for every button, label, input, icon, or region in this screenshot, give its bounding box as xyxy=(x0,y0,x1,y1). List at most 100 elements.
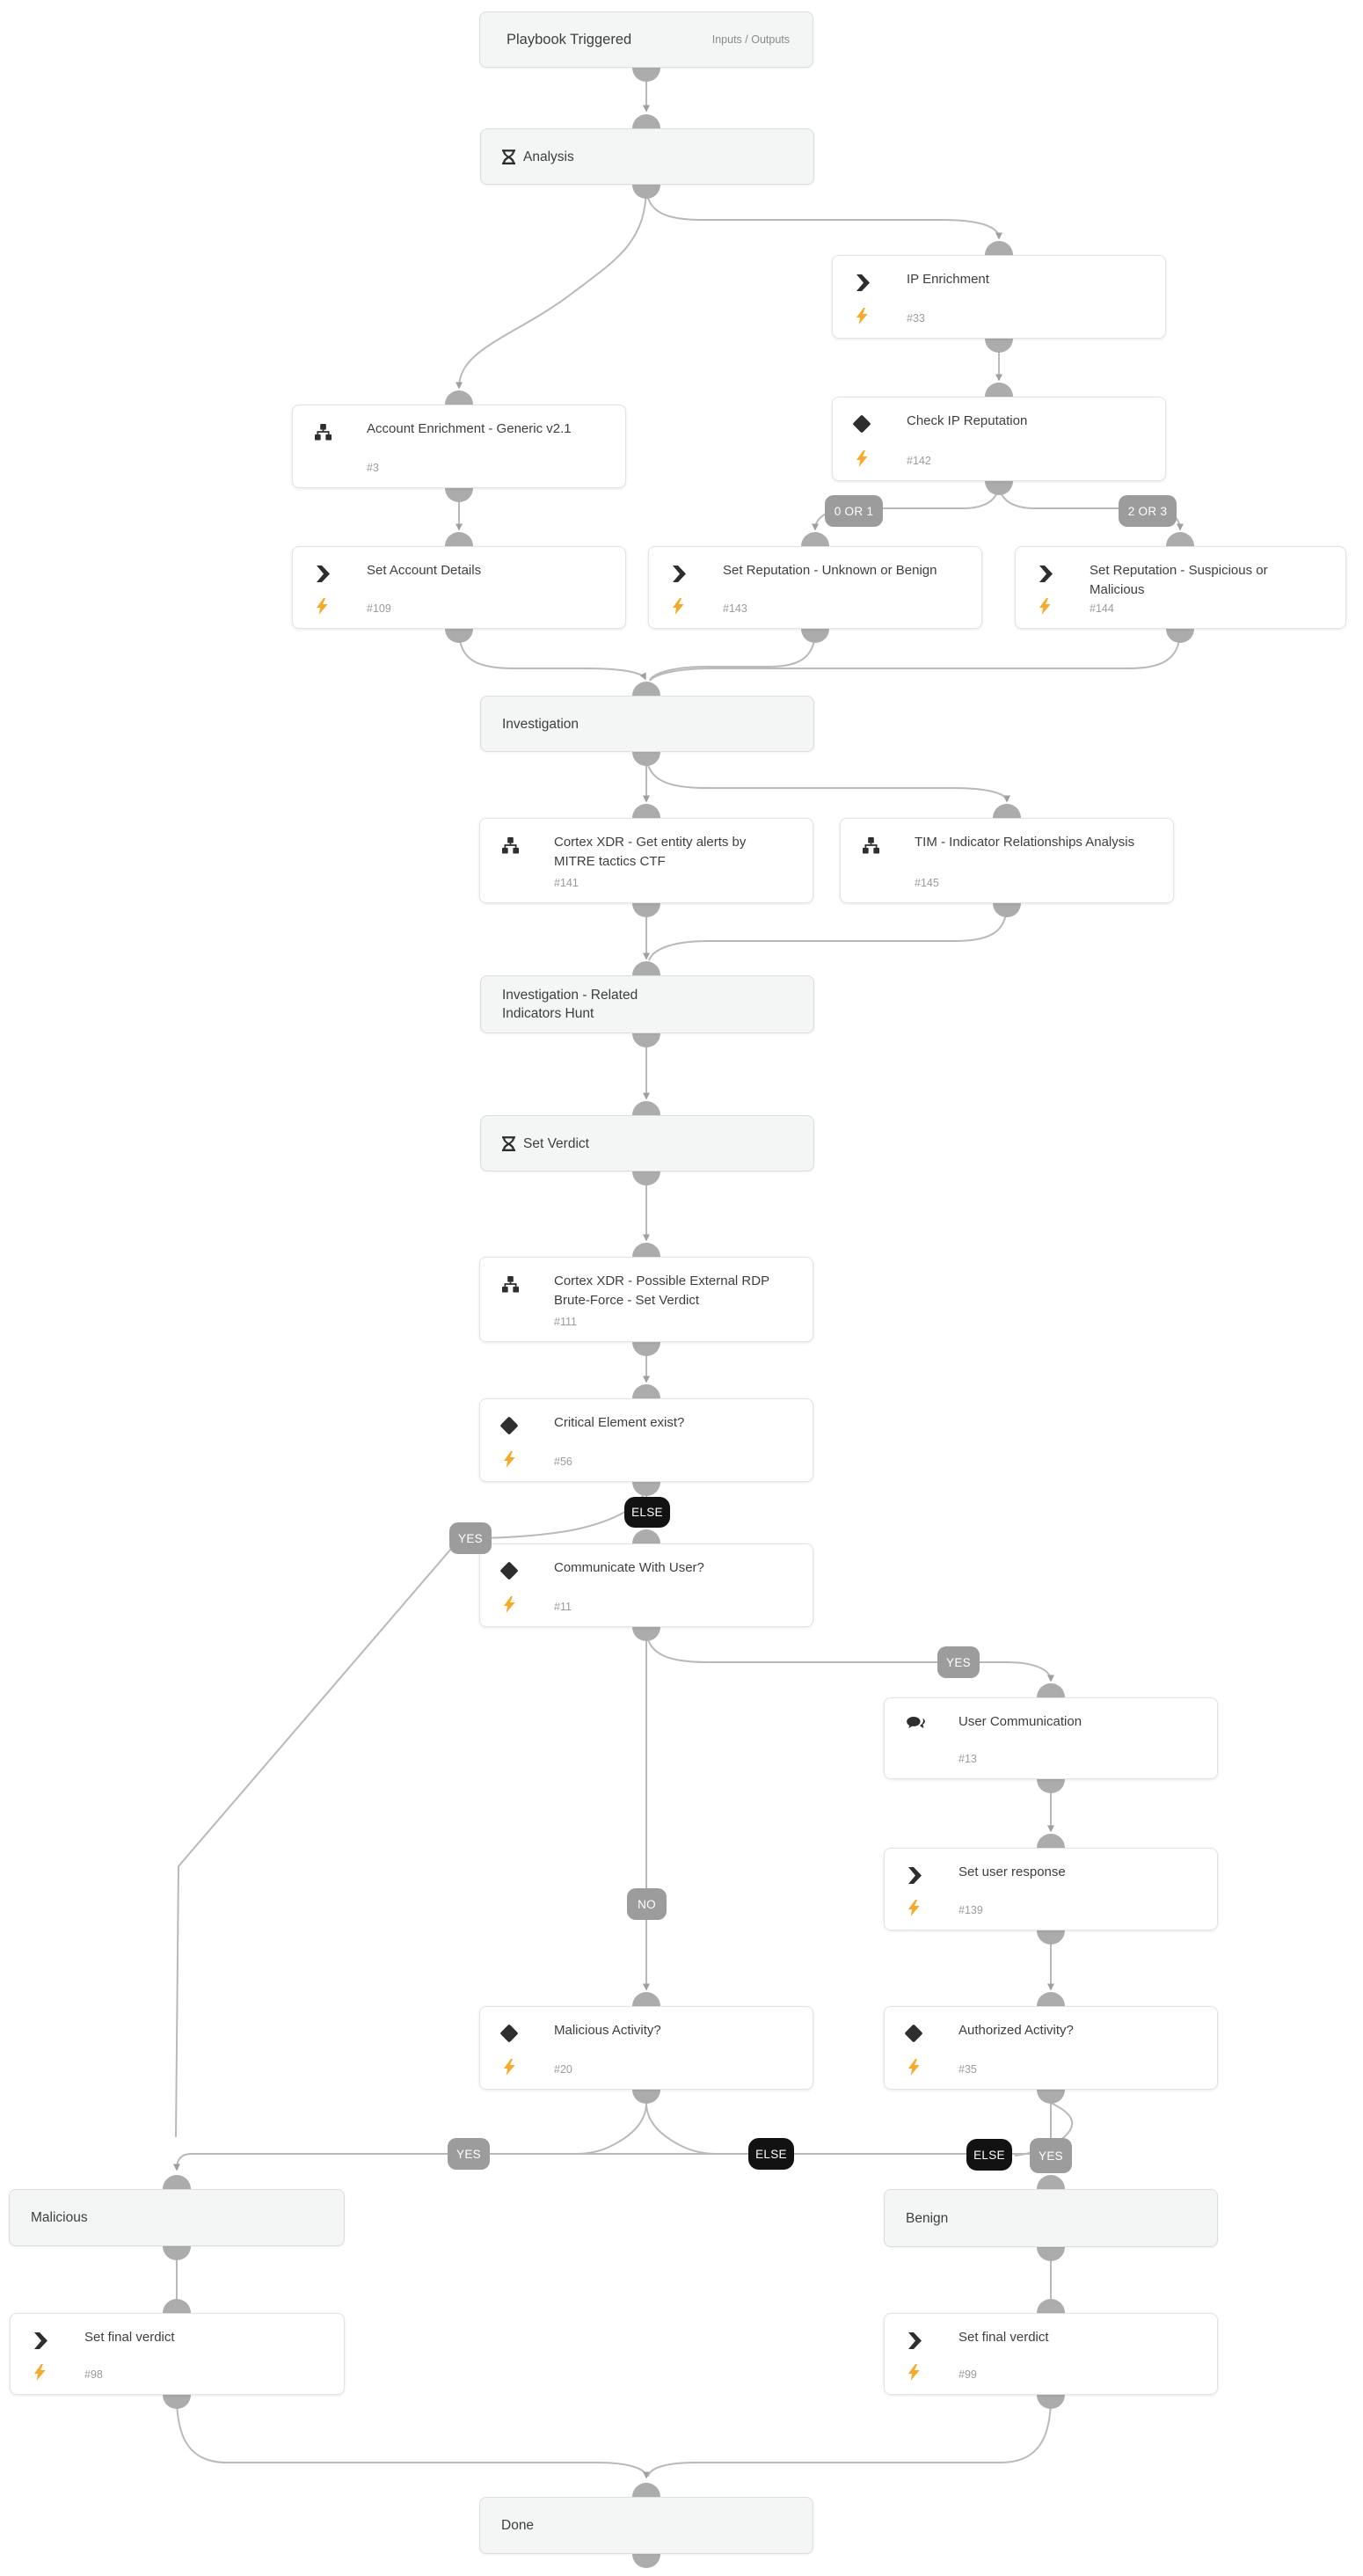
node-analysis[interactable]: Analysis xyxy=(480,128,814,185)
node-check-ip-reputation[interactable]: Check IP Reputation#142 xyxy=(832,397,1166,481)
node-id: #142 xyxy=(907,455,931,467)
node-set-user-response[interactable]: Set user response#139 xyxy=(884,1848,1218,1930)
node-id: #11 xyxy=(554,1601,572,1613)
node-xdr-rdp-brute-force-set-verdict[interactable]: Cortex XDR - Possible External RDP Brute… xyxy=(479,1257,813,1342)
edge xyxy=(645,186,1002,240)
lightning-icon xyxy=(504,1451,515,1468)
node-id: #111 xyxy=(554,1316,577,1328)
node-title: User Communication xyxy=(958,1714,1082,1729)
hourglass-icon xyxy=(502,1135,515,1151)
node-account-enrichment[interactable]: Account Enrichment - Generic v2.1 #3 xyxy=(292,405,626,488)
edge xyxy=(456,186,647,390)
node-id: #3 xyxy=(367,462,379,474)
diamond-icon xyxy=(851,413,872,434)
node-title: Communicate With User? xyxy=(554,1560,704,1575)
lightning-icon xyxy=(908,2364,920,2381)
diamond-icon xyxy=(499,1560,520,1581)
node-id: #35 xyxy=(958,2063,977,2076)
node-critical-element-exist[interactable]: Critical Element exist?#56 xyxy=(479,1398,813,1482)
branch-label-2-or-3: 2 OR 3 xyxy=(1119,495,1177,527)
node-id: #20 xyxy=(554,2063,572,2076)
node-title: Cortex XDR - Possible External RDP Brute… xyxy=(554,1273,769,1308)
node-id: #141 xyxy=(554,877,579,889)
node-set-final-verdict-benign[interactable]: Set final verdict #99 xyxy=(884,2313,1218,2395)
node-done[interactable]: Done xyxy=(479,2497,813,2554)
edge xyxy=(173,2153,1036,2171)
chevron-icon xyxy=(907,2332,922,2349)
lightning-icon xyxy=(908,1900,920,1916)
chevron-icon xyxy=(907,1867,922,1884)
node-set-reputation-suspicious-malicious[interactable]: Set Reputation - Suspicious or Malicious… xyxy=(1015,546,1346,629)
branch-label-else: ELSE xyxy=(748,2138,794,2170)
subplaybook-icon xyxy=(502,1276,519,1293)
subplaybook-icon xyxy=(315,424,332,441)
lightning-icon xyxy=(34,2364,46,2381)
node-title: Authorized Activity? xyxy=(958,2023,1074,2038)
lightning-icon xyxy=(908,2059,920,2076)
edge xyxy=(575,2102,647,2155)
node-ip-enrichment[interactable]: IP Enrichment #33 xyxy=(832,255,1166,339)
node-playbook-triggered[interactable]: Playbook Triggered Inputs / Outputs xyxy=(479,11,813,68)
chevron-icon xyxy=(315,566,330,582)
chevron-icon xyxy=(671,566,686,582)
edge xyxy=(647,2396,1052,2477)
node-id: #13 xyxy=(958,1753,977,1765)
chevron-icon xyxy=(855,274,870,291)
node-title: Playbook Triggered xyxy=(507,31,632,47)
node-title: Account Enrichment - Generic v2.1 xyxy=(367,421,572,436)
node-xdr-get-entity-alerts[interactable]: Cortex XDR - Get entity alerts by MITRE … xyxy=(479,818,813,903)
edge xyxy=(645,2102,718,2155)
lightning-icon xyxy=(1039,598,1051,615)
lightning-icon xyxy=(856,308,868,325)
branch-label-else: ELSE xyxy=(624,1497,670,1528)
node-title: Cortex XDR - Get entity alerts by MITRE … xyxy=(554,835,747,869)
node-id: #33 xyxy=(907,312,925,325)
node-set-final-verdict-malicious[interactable]: Set final verdict #98 xyxy=(10,2313,345,2395)
node-investigation[interactable]: Investigation xyxy=(480,696,814,752)
node-authorized-activity[interactable]: Authorized Activity? #35 xyxy=(884,2006,1218,2090)
node-title: Set final verdict xyxy=(84,2330,175,2345)
node-id: #56 xyxy=(554,1456,572,1468)
node-set-reputation-unknown-benign[interactable]: Set Reputation - Unknown or Benign #143 xyxy=(648,546,982,629)
edge xyxy=(645,1628,1054,1682)
node-tim-indicator-relationships[interactable]: TIM - Indicator Relationships Analysis #1… xyxy=(840,818,1174,903)
section-title: Investigation - Related Indicators Hunt xyxy=(502,988,638,1021)
node-communicate-with-user[interactable]: Communicate With User? #11 xyxy=(479,1543,813,1627)
node-title: Malicious Activity? xyxy=(554,2023,661,2038)
chevron-icon xyxy=(1038,566,1053,582)
node-id: #143 xyxy=(723,602,747,615)
edge xyxy=(645,753,1010,803)
node-title: Set final verdict xyxy=(958,2330,1049,2345)
section-title: Done xyxy=(501,2518,535,2533)
node-title: TIM - Indicator Relationships Analysis xyxy=(915,835,1135,850)
inputs-outputs-link[interactable]: Inputs / Outputs xyxy=(711,33,790,46)
node-malicious-activity[interactable]: Malicious Activity? #20 xyxy=(479,2006,813,2090)
node-id: #99 xyxy=(958,2368,977,2381)
node-title: Set Account Details xyxy=(367,563,482,578)
node-malicious-header[interactable]: Malicious xyxy=(9,2189,345,2246)
node-investigation-related-indicators-hunt[interactable]: Investigation - Related Indicators Hunt xyxy=(480,975,814,1033)
node-set-verdict[interactable]: Set Verdict xyxy=(480,1115,814,1171)
branch-label-yes: YES xyxy=(448,2138,490,2170)
diamond-icon xyxy=(499,1415,520,1436)
node-id: #139 xyxy=(958,1904,983,1916)
diamond-icon xyxy=(903,2023,924,2044)
node-user-communication[interactable]: User Communication #13 xyxy=(884,1697,1218,1779)
node-id: #144 xyxy=(1090,602,1114,615)
section-title: Set Verdict xyxy=(523,1135,589,1151)
node-id: #98 xyxy=(84,2368,103,2381)
node-id: #145 xyxy=(915,877,939,889)
edge xyxy=(458,630,646,681)
branch-label-yes: YES xyxy=(1030,2138,1072,2173)
subplaybook-icon xyxy=(502,837,519,854)
subplaybook-icon xyxy=(863,837,879,854)
node-title: Set Reputation - Unknown or Benign xyxy=(723,563,937,578)
node-benign-header[interactable]: Benign xyxy=(884,2189,1218,2247)
node-set-account-details[interactable]: Set Account Details#109 xyxy=(292,546,626,629)
branch-label-yes: YES xyxy=(937,1646,980,1678)
edge xyxy=(176,2396,650,2479)
hourglass-icon xyxy=(502,149,515,164)
node-title: IP Enrichment xyxy=(907,272,989,287)
section-title: Benign xyxy=(906,2210,949,2226)
